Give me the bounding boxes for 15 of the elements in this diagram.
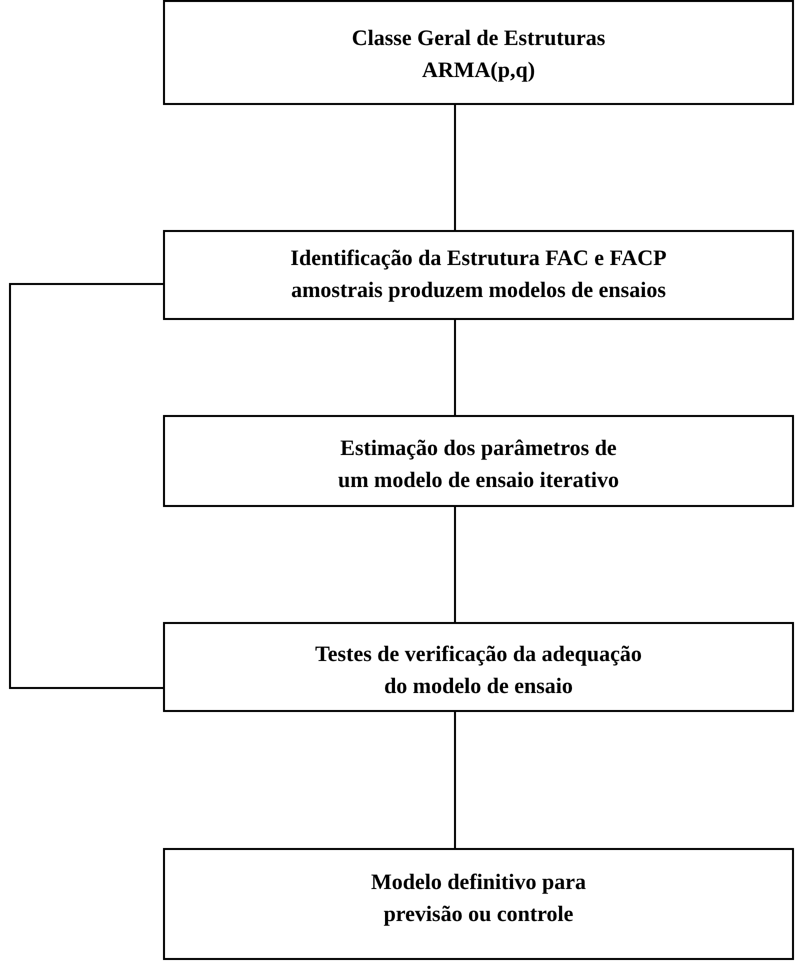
process-box [163, 848, 794, 960]
connector-line [9, 283, 163, 689]
connector-line [454, 105, 456, 230]
box-text: Classe Geral de Estruturas ARMA(p,q) [350, 24, 606, 84]
box-text: Estimação dos parâmetros de um modelo de ensaio iterativo [336, 434, 620, 494]
process-box [163, 0, 794, 105]
process-box [163, 230, 794, 320]
connector-line [454, 320, 456, 415]
box-text: Modelo definitivo para previsão ou controle [370, 868, 588, 928]
box-text: Testes de verificação da adequação do modelo de ensaio [314, 640, 643, 700]
connector-line [454, 507, 456, 622]
process-box [163, 415, 794, 507]
process-box [163, 622, 794, 712]
box-text: Identificação da Estrutura FAC e FACP amostrais produzem modelos de ensaios [289, 244, 668, 304]
connector-line [454, 712, 456, 848]
